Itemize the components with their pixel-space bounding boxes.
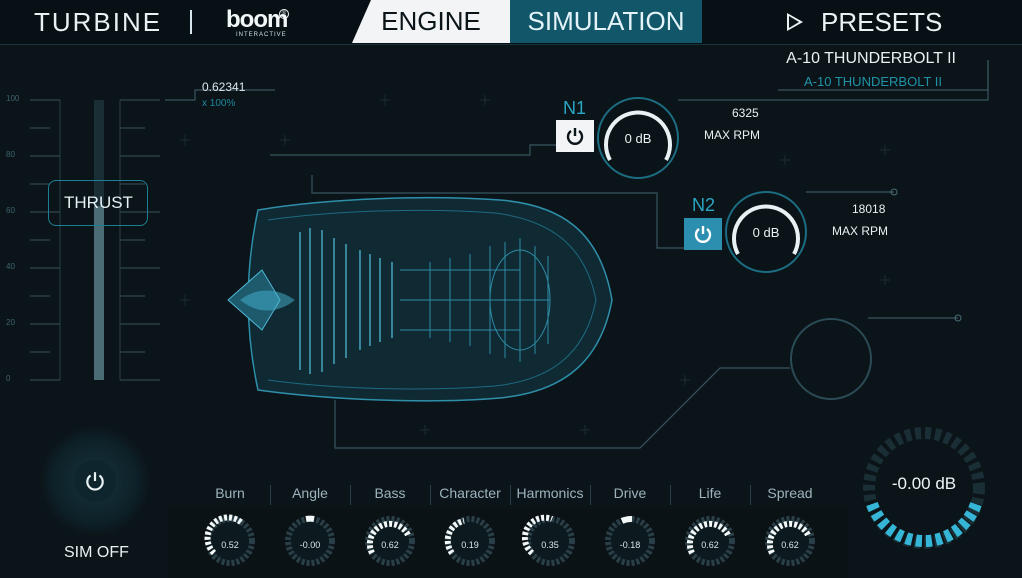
n1-power-button[interactable] (556, 120, 594, 152)
registered-icon: ® (279, 9, 289, 19)
knob-label-bass: Bass (374, 485, 406, 501)
thrust-label: THRUST (64, 193, 133, 212)
sim-status-label: SIM OFF (64, 544, 129, 561)
empty-slot-circle (790, 318, 872, 400)
angle-value: -0.00 (299, 540, 321, 550)
knob-divider (350, 485, 351, 505)
spread-knob[interactable] (762, 513, 818, 569)
bass-knob[interactable] (362, 513, 418, 569)
burn-knob[interactable] (202, 513, 258, 569)
knob-bar (168, 508, 848, 578)
angle-knob[interactable] (282, 513, 338, 569)
knob-divider (270, 485, 271, 505)
logo-word: boom (226, 6, 288, 33)
presets-label: PRESETS (821, 6, 943, 37)
drive-knob[interactable] (602, 513, 658, 569)
n2-label: N2 (692, 195, 716, 215)
jet-engine-illustration (227, 196, 613, 402)
connector-node (954, 314, 962, 322)
tab-simulation[interactable]: SIMULATION (510, 0, 702, 43)
knob-label-burn: Burn (215, 485, 245, 501)
boom-logo: boom INTERACTIVE ® (226, 6, 290, 38)
master-output-value: -0.00 dB (891, 474, 957, 493)
knob-divider (670, 485, 671, 505)
knob-label-life: Life (698, 485, 722, 501)
n1-rpm-label: MAX RPM (704, 128, 761, 142)
thrust-multiplier: x 100% (202, 98, 236, 109)
n1-rpm-value: 6325 (732, 106, 759, 120)
n1-gain-knob[interactable]: 0 dB (624, 130, 652, 146)
play-icon (787, 13, 803, 31)
n2-power-button[interactable] (684, 218, 722, 250)
n2-rpm-value: 18018 (852, 202, 886, 216)
thrust-scale-label: 40 (6, 262, 15, 271)
power-icon (694, 226, 712, 243)
harmonics-value: 0.35 (541, 540, 559, 550)
power-icon (86, 472, 104, 491)
life-value: 0.62 (701, 540, 719, 550)
life-knob[interactable] (682, 513, 738, 569)
bass-value: 0.62 (381, 540, 399, 550)
preset-name[interactable]: A-10 THUNDERBOLT II (786, 50, 956, 67)
harmonics-knob[interactable] (522, 513, 578, 569)
n1-label: N1 (563, 98, 587, 118)
character-knob[interactable] (442, 513, 498, 569)
knob-divider (750, 485, 751, 505)
logo-sub: INTERACTIVE (236, 32, 287, 38)
thrust-scale-label: 100 (6, 94, 20, 103)
knob-labels-row: Burn Angle Bass Character Harmonics Driv… (190, 485, 830, 505)
knob-label-drive: Drive (613, 485, 647, 501)
thrust-handle[interactable] (48, 180, 148, 226)
thrust-slider-fill (94, 206, 104, 380)
thrust-scale-label: 60 (6, 206, 15, 215)
knob-divider (430, 485, 431, 505)
knob-label-harmonics: Harmonics (516, 485, 584, 501)
app-title: TURBINE (34, 7, 163, 37)
thrust-scale-label: 20 (6, 318, 15, 327)
top-bar: TURBINE boom INTERACTIVE ® ENGINE SIMULA… (0, 0, 1022, 45)
thrust-scale-label: 80 (6, 150, 15, 159)
tab-engine[interactable]: ENGINE (352, 0, 510, 43)
brand-divider (190, 10, 192, 34)
n2-gain-knob[interactable]: 0 dB (752, 224, 780, 240)
knob-divider (510, 485, 511, 505)
knob-label-spread: Spread (767, 485, 813, 501)
character-value: 0.19 (461, 540, 479, 550)
power-icon (566, 128, 584, 145)
knob-label-angle: Angle (292, 485, 328, 501)
spread-value: 0.62 (781, 540, 799, 550)
presets-button[interactable]: PRESETS (787, 6, 942, 38)
burn-value: 0.52 (221, 540, 239, 550)
sim-power-button[interactable] (74, 460, 116, 502)
thrust-scale-label: 0 (6, 374, 11, 383)
preset-subtitle: A-10 THUNDERBOLT II (804, 74, 942, 89)
connector-node (890, 188, 898, 196)
n2-rpm-label: MAX RPM (832, 224, 889, 238)
knob-divider (590, 485, 591, 505)
thrust-value: 0.62341 (202, 80, 246, 94)
drive-value: -0.18 (619, 540, 641, 550)
knob-label-character: Character (439, 485, 501, 501)
